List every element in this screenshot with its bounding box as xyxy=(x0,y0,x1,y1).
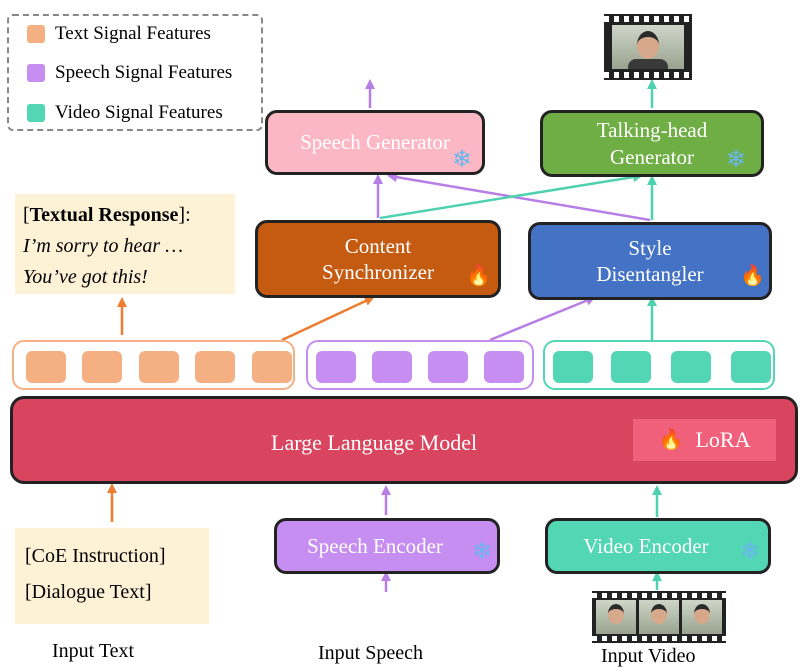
video-token xyxy=(731,351,771,383)
talking-head-label-line2: Generator xyxy=(610,144,694,169)
snowflake-icon: ❄ xyxy=(472,539,493,565)
input-video-filmstrip xyxy=(592,591,726,643)
response-colon: : xyxy=(185,204,191,226)
response-title: Textual Response xyxy=(29,204,179,226)
fire-icon: 🔥 xyxy=(658,429,684,451)
response-line2: You’ve got this! xyxy=(23,266,148,288)
speech-token xyxy=(484,351,524,383)
speech-generator-label: Speech Generator xyxy=(300,130,450,155)
video-frame xyxy=(596,600,636,634)
content-synchronizer-module: Content Synchronizer xyxy=(255,220,501,298)
film-sprockets-top xyxy=(604,16,692,22)
text-token xyxy=(139,351,179,383)
llm-label: Large Language Model xyxy=(271,430,478,455)
speech-feature-tokens xyxy=(306,340,534,390)
text-feature-tokens xyxy=(12,340,295,390)
legend-swatch-text xyxy=(27,25,45,43)
face-head xyxy=(694,604,710,624)
speech-encoder-module: Speech Encoder xyxy=(274,518,500,574)
video-frame xyxy=(639,600,679,634)
video-feature-tokens xyxy=(543,340,775,390)
input-speech-caption: Input Speech xyxy=(318,642,423,664)
input-video-caption: Input Video xyxy=(601,645,696,667)
video-token xyxy=(671,351,711,383)
legend-swatch-speech xyxy=(27,64,45,82)
speech-token xyxy=(372,351,412,383)
lora-label: LoRA xyxy=(695,427,751,453)
content-label-line1: Content xyxy=(344,233,412,258)
output-speech-waveform-icon xyxy=(336,32,404,78)
legend-label-text: Text Signal Features xyxy=(55,23,211,44)
legend-item-video: Video Signal Features xyxy=(27,102,223,124)
speech-token xyxy=(316,351,356,383)
talking-head-label-line1: Talking-head xyxy=(596,118,708,143)
video-token xyxy=(553,351,593,383)
face-shirt xyxy=(628,59,668,69)
face-head xyxy=(651,604,667,624)
text-token xyxy=(26,351,66,383)
response-line1: I’m sorry to hear … xyxy=(23,235,183,257)
film-sprockets-bottom xyxy=(604,72,692,78)
arrow-content-to-talkinghead xyxy=(379,172,643,220)
film-sprockets-bottom xyxy=(592,636,726,641)
text-token xyxy=(195,351,235,383)
input-speech-waveform-icon xyxy=(318,594,461,636)
arrow-speech-tokens-to-style xyxy=(489,296,596,342)
large-language-model-block: Large Language Model 🔥 LoRA xyxy=(10,396,798,484)
video-encoder-label: Video Encoder xyxy=(583,533,709,558)
style-disentangler-module: Style Disentangler xyxy=(528,222,772,300)
dialogue-text-label: [Dialogue Text] xyxy=(25,581,152,603)
face-thumbnail xyxy=(612,25,684,69)
legend: Text Signal Features Speech Signal Featu… xyxy=(7,14,263,131)
response-title-row: [Textual Response]: xyxy=(23,204,191,226)
video-token xyxy=(611,351,651,383)
legend-item-text: Text Signal Features xyxy=(27,23,211,45)
input-text-caption: Input Text xyxy=(52,640,135,662)
text-token xyxy=(252,351,292,383)
snowflake-icon: ❄ xyxy=(740,539,761,565)
lora-badge: 🔥 LoRA xyxy=(633,419,776,461)
coe-instruction-label: [CoE Instruction] xyxy=(25,545,166,567)
snowflake-icon: ❄ xyxy=(452,147,473,173)
snowflake-icon: ❄ xyxy=(726,147,747,173)
arrow-text-tokens-to-content xyxy=(281,296,375,342)
video-frame xyxy=(682,600,722,634)
speech-generator-module: Speech Generator xyxy=(265,110,485,175)
film-sprockets-top xyxy=(592,593,726,598)
fire-icon: 🔥 xyxy=(740,265,765,287)
video-encoder-module: Video Encoder xyxy=(545,518,771,574)
legend-item-speech: Speech Signal Features xyxy=(27,62,232,84)
legend-label-speech: Speech Signal Features xyxy=(55,62,233,83)
style-label-line2: Disentangler xyxy=(596,262,704,286)
style-label-line1: Style xyxy=(628,235,672,260)
input-text-box: [CoE Instruction] [Dialogue Text] xyxy=(15,528,209,624)
fire-icon: 🔥 xyxy=(466,265,491,287)
speech-token xyxy=(428,351,468,383)
content-label-line2: Synchronizer xyxy=(322,260,434,284)
arrow-style-to-speechgen xyxy=(387,172,651,222)
textual-response-box: [Textual Response]: I’m sorry to hear … … xyxy=(15,194,235,294)
legend-label-video: Video Signal Features xyxy=(55,102,223,123)
speech-encoder-label: Speech Encoder xyxy=(307,533,443,558)
output-video-frame xyxy=(604,14,692,80)
face-head xyxy=(637,31,659,59)
talking-head-generator-module: Talking-head Generator xyxy=(540,110,764,177)
legend-swatch-video xyxy=(27,104,45,122)
face-head xyxy=(608,604,624,624)
text-token xyxy=(82,351,122,383)
